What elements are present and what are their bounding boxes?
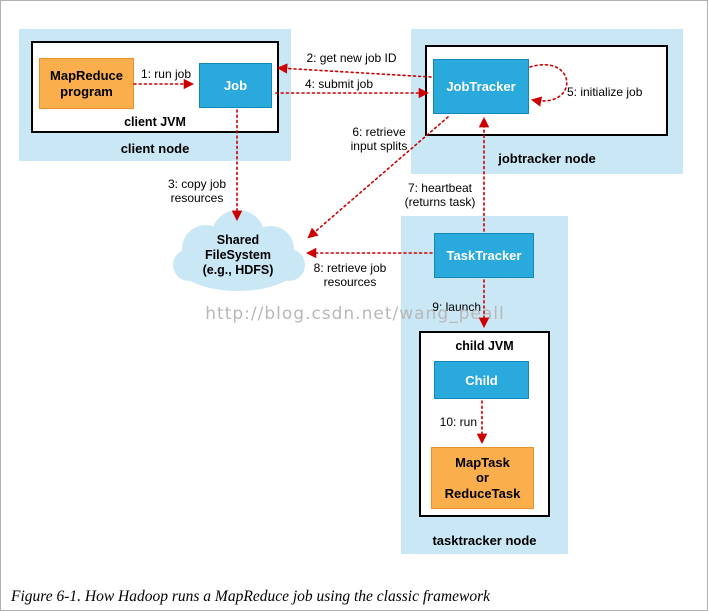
step-3-copy-job-resources-label: 3: copy job resources <box>167 177 227 206</box>
step-10-run-label: 10: run <box>439 415 477 429</box>
child-box: Child <box>434 361 529 399</box>
watermark-text: http://blog.csdn.net/wang_peall <box>205 304 505 324</box>
step-5-initialize-job-label: 5: initialize job <box>567 85 643 99</box>
figure-caption: Figure 6-1. How Hadoop runs a MapReduce … <box>11 588 491 605</box>
tasktracker-node-label: tasktracker node <box>432 533 537 548</box>
shared-filesystem-label: Shared FileSystem (e.g., HDFS) <box>202 233 274 277</box>
tasktracker-entity-box: TaskTracker <box>434 233 534 278</box>
job-box: Job <box>199 63 272 108</box>
jobtracker-node-label: jobtracker node <box>498 151 596 166</box>
step-8-retrieve-job-resources-label: 8: retrieve job resources <box>313 261 387 290</box>
arrow-2-get-new-job-id <box>276 63 432 78</box>
child-jvm-label: child JVM <box>455 339 514 353</box>
step-1-run-job-label: 1: run job <box>140 67 192 81</box>
step-6-retrieve-input-splits-label: 6: retrieve input splits <box>350 125 408 154</box>
step-9-launch-label: 9: launch <box>432 300 481 314</box>
client-jvm-label: client JVM <box>124 115 186 129</box>
mapreduce-program-box: MapReduce program <box>39 58 134 109</box>
step-7-heartbeat-label: 7: heartbeat (returns task) <box>404 181 476 210</box>
shared-filesystem-cloud <box>173 210 305 291</box>
step-2-get-new-job-id-label: 2: get new job ID <box>306 51 397 65</box>
jobtracker-entity-box: JobTracker <box>433 59 529 114</box>
step-4-submit-job-label: 4: submit job <box>304 77 374 91</box>
client-node-label: client node <box>120 141 190 156</box>
maptask-reducetask-box: MapTask or ReduceTask <box>431 447 534 509</box>
